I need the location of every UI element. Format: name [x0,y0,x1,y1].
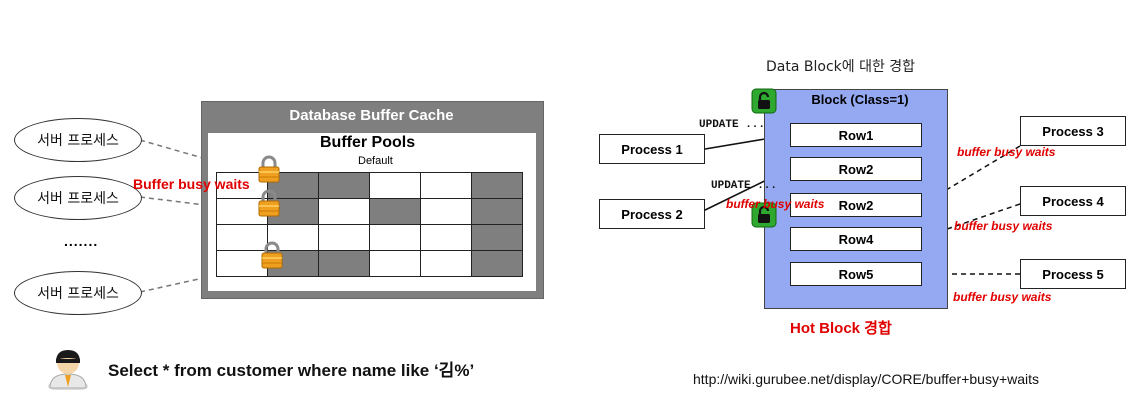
hot-block-label: Hot Block 경합 [790,320,892,337]
buffer-block-used [471,250,523,277]
buffer-block-free [318,198,370,225]
buffer-block-used [471,224,523,251]
buffer-block-used [318,172,370,199]
process-box: Process 1 [599,134,705,164]
green-lock-icon [751,202,777,228]
user-icon [48,350,88,390]
green-lock-icon [751,88,777,114]
server-process-label: 서버 프로세스 [37,286,119,302]
row-box: Row2 [790,193,922,217]
buffer-grid [216,172,523,277]
update-label: UPDATE ... [699,119,766,131]
buffer-block-free [420,224,472,251]
buffer-block-free [420,172,472,199]
process-box: Process 5 [1020,259,1126,289]
server-process-label: 서버 프로세스 [37,133,119,149]
buffer-block-used [318,250,370,277]
buffer-block-used [369,198,421,225]
lock-icon [258,155,280,183]
row-box: Row4 [790,227,922,251]
right-title: Data Block에 대한 경합 [766,59,916,75]
lock-icon [258,189,280,217]
process-box: Process 3 [1020,116,1126,146]
buffer-busy-waits-label: Buffer busy waits [133,176,250,192]
buffer-block-used [471,198,523,225]
buffer-block-free [369,224,421,251]
busy-waits-label: buffer busy waits [954,219,1053,233]
row-box: Row5 [790,262,922,286]
buffer-block-used [471,172,523,199]
buffer-block-free [318,224,370,251]
buffer-pools-subtitle: Default [358,155,393,167]
cache-title: Database Buffer Cache [289,106,454,124]
server-process-1: 서버 프로세스 [14,118,142,162]
row-box: Row1 [790,123,922,147]
busy-waits-label: buffer busy waits [953,290,1052,304]
row-box: Row2 [790,157,922,181]
buffer-block-free [420,250,472,277]
buffer-block-free [369,172,421,199]
ellipsis: ....... [64,233,99,249]
buffer-grid-row [216,172,523,199]
process-box: Process 4 [1020,186,1126,216]
server-process-label: 서버 프로세스 [37,191,119,207]
buffer-grid-row [216,224,523,251]
arrow-process3 [919,145,1021,206]
busy-waits-label: buffer busy waits [957,145,1056,159]
buffer-block-free [420,198,472,225]
block-title: Block (Class=1) [811,92,909,107]
dashed-line-3 [139,261,264,293]
process-box: Process 2 [599,199,705,229]
source-url: http://wiki.gurubee.net/display/CORE/buf… [693,371,1040,387]
buffer-pools-title: Buffer Pools [320,134,416,151]
server-process-2: 서버 프로세스 [14,176,142,220]
lock-icon [261,241,283,269]
update-label: UPDATE ... [711,180,778,192]
buffer-grid-row [216,250,523,277]
busy-waits-label: buffer busy waits [726,197,825,211]
sql-query: Select * from customer where name like ‘… [108,361,475,380]
buffer-block-free [369,250,421,277]
server-process-3: 서버 프로세스 [14,271,142,315]
